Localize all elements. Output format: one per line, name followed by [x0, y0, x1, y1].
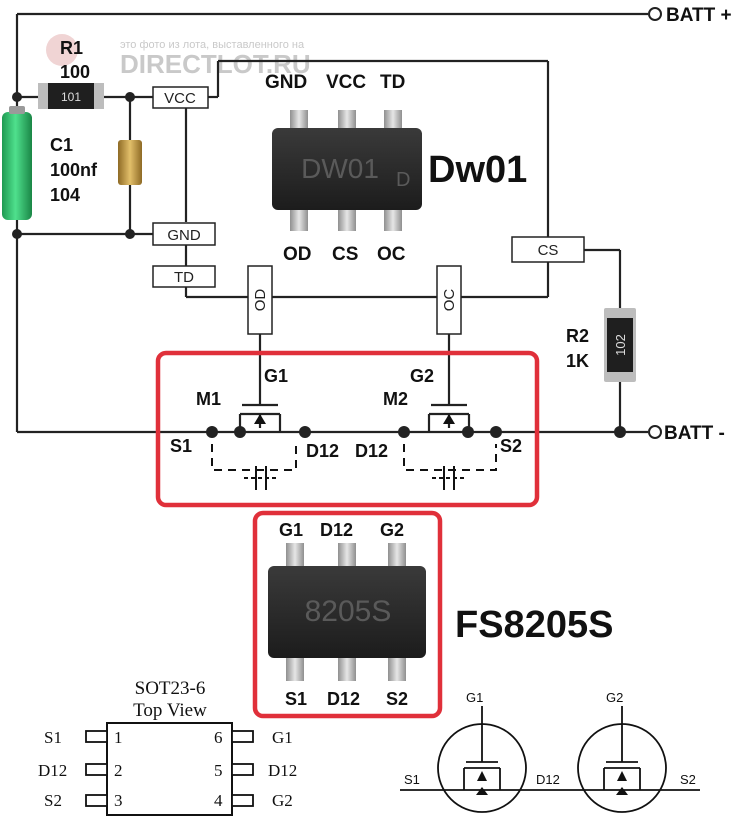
sot23-title: SOT23-6 [135, 678, 206, 699]
dw01-marking-suffix: D [396, 169, 410, 191]
svg-text:5: 5 [214, 761, 223, 780]
svg-text:OD: OD [252, 289, 269, 312]
c1-capacitor [118, 140, 142, 185]
s2-label: S2 [500, 436, 522, 456]
svg-text:3: 3 [114, 791, 123, 810]
watermark-logo-icon [46, 34, 78, 66]
pin-box-od: OD [247, 265, 273, 335]
dw01-title: Dw01 [428, 149, 527, 191]
dw01-chip: DW01 D [272, 110, 422, 231]
r2-marking: 102 [613, 334, 628, 356]
pin-box-oc: OC [436, 265, 462, 335]
r1-marking: 101 [61, 90, 81, 104]
eq-g1-label: G1 [466, 690, 483, 705]
fs8205-pin-top-2: D12 [320, 520, 353, 540]
svg-text:G2: G2 [272, 791, 293, 810]
batt-plus-terminal: BATT + [648, 5, 732, 26]
watermark: это фото из лота, выставленного на DIREC… [46, 34, 311, 79]
battery-icon [2, 112, 32, 220]
terminal-circle-icon [648, 7, 662, 21]
fs8205-highlight-box [252, 510, 443, 719]
g1-label: G1 [264, 366, 288, 386]
svg-text:GND: GND [167, 227, 201, 244]
pin-box-vcc: VCC [152, 86, 209, 109]
pin-box-cs: CS [511, 236, 585, 263]
dw01-pin-top-2: VCC [326, 72, 366, 93]
fs8205-pin-top-1: G1 [279, 520, 303, 540]
svg-text:TD: TD [174, 269, 194, 286]
watermark-caption: это фото из лота, выставленного на [120, 39, 305, 51]
m2-label: M2 [383, 389, 408, 409]
sot23-pinout: SOT23-6 Top View S1 D12 S2 1 2 3 6 5 4 G… [38, 678, 297, 816]
dw01-pin-bottom-2: CS [332, 244, 358, 265]
m1-mosfet-symbol [211, 395, 297, 490]
fs8205-title: FS8205S [455, 604, 613, 646]
dw01-pin-top-3: TD [380, 72, 405, 93]
dw01-pin-bottom-3: OC [377, 244, 406, 265]
fs8205-chip: 8205S [268, 543, 426, 681]
eq-s1-label: S1 [404, 772, 420, 787]
dw01-marking: DW01 [301, 153, 379, 184]
r2-value: 1K [566, 351, 589, 371]
sot23-subtitle: Top View [133, 700, 207, 721]
r1-resistor: 101 [38, 83, 104, 109]
svg-text:D12: D12 [268, 761, 297, 780]
fs8205-pin-bottom-1: S1 [285, 689, 307, 709]
c1-ref: C1 [50, 135, 73, 155]
svg-text:1: 1 [114, 728, 123, 747]
eq-d12-label: D12 [536, 772, 560, 787]
svg-text:CS: CS [538, 242, 559, 259]
svg-text:G1: G1 [272, 728, 293, 747]
r1-value: 100 [60, 62, 90, 82]
equivalent-circuit: G1 G2 S1 D12 S2 [400, 690, 700, 813]
g2-label: G2 [410, 366, 434, 386]
d12-left-label: D12 [306, 441, 339, 461]
watermark-site: DIRECTLOT.RU [120, 49, 311, 79]
pin-box-gnd: GND [152, 222, 216, 246]
svg-text:2: 2 [114, 761, 123, 780]
svg-text:D12: D12 [38, 761, 67, 780]
batt-plus-label: BATT + [666, 5, 732, 26]
fs8205-marking: 8205S [305, 595, 392, 628]
s1-label: S1 [170, 436, 192, 456]
c1-code: 104 [50, 185, 80, 205]
terminal-circle-icon [648, 425, 662, 439]
svg-text:VCC: VCC [164, 90, 196, 107]
m1-label: M1 [196, 389, 221, 409]
svg-text:6: 6 [214, 728, 223, 747]
mosfet-highlight-box [155, 350, 540, 508]
svg-text:4: 4 [214, 791, 223, 810]
d12-right-label: D12 [355, 441, 388, 461]
r1-ref: R1 [60, 38, 83, 58]
batt-minus-label: BATT - [664, 423, 725, 444]
c1-value: 100nf [50, 160, 98, 180]
dw01-pin-top-1: GND [265, 72, 307, 93]
eq-s2-label: S2 [680, 772, 696, 787]
eq-g2-label: G2 [606, 690, 623, 705]
fs8205-pin-top-3: G2 [380, 520, 404, 540]
r2-ref: R2 [566, 326, 589, 346]
m2-mosfet-symbol [403, 395, 497, 490]
fs8205-pin-bottom-3: S2 [386, 689, 408, 709]
dw01-pin-bottom-1: OD [283, 244, 312, 265]
svg-text:OC: OC [441, 289, 458, 312]
battery-cell [2, 106, 32, 220]
svg-text:S1: S1 [44, 728, 62, 747]
fs8205-pin-bottom-2: D12 [327, 689, 360, 709]
svg-text:S2: S2 [44, 791, 62, 810]
batt-minus-terminal: BATT - [648, 423, 725, 444]
pin-box-td: TD [152, 265, 216, 288]
r2-resistor: 102 [604, 308, 636, 382]
